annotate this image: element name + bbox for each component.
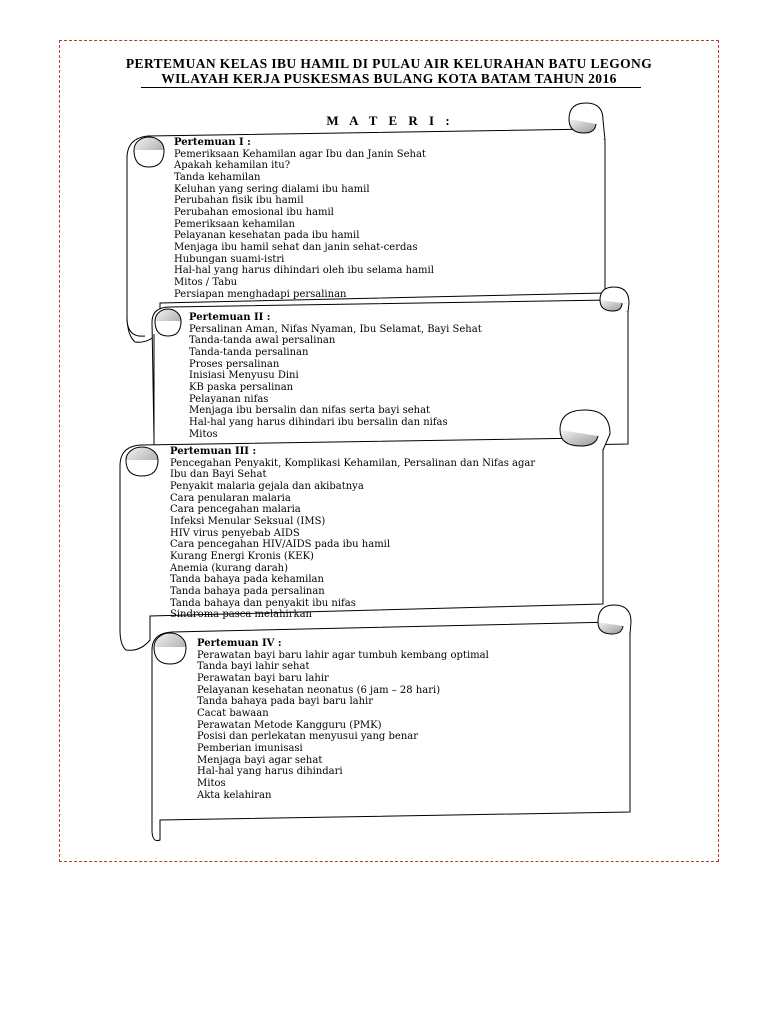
- session-1-heading: Pertemuan I :: [174, 137, 251, 148]
- list-item: Perawatan bayi baru lahir: [197, 672, 329, 684]
- list-item: Inisiasi Menyusu Dini: [189, 370, 299, 382]
- materi-heading: M A T E R I :: [326, 113, 454, 128]
- list-item: Cacat bawaan: [197, 707, 269, 719]
- list-item: Cara pencegahan HIV/AIDS pada ibu hamil: [170, 539, 391, 551]
- list-item: Akta kelahiran: [197, 789, 272, 801]
- list-item: Mitos: [197, 777, 226, 789]
- list-item: Perawatan Metode Kangguru (PMK): [197, 719, 382, 731]
- list-item: Pelayanan kesehatan pada ibu hamil: [174, 230, 360, 242]
- session-1: Pertemuan I : Pemeriksaan Kehamilan agar…: [174, 137, 434, 300]
- list-item: Pencegahan Penyakit, Komplikasi Kehamila…: [170, 457, 536, 469]
- session-2-heading: Pertemuan II :: [189, 312, 271, 323]
- document-title-line-2: WILAYAH KERJA PUSKESMAS BULANG KOTA BATA…: [161, 71, 617, 86]
- list-item: Keluhan yang sering dialami ibu hamil: [174, 183, 370, 195]
- list-item: Mitos / Tabu: [174, 276, 238, 288]
- session-4: Pertemuan IV : Perawatan bayi baru lahir…: [197, 638, 489, 801]
- list-item: Kurang Energi Kronis (KEK): [170, 550, 314, 562]
- document-title-line-1: PERTEMUAN KELAS IBU HAMIL DI PULAU AIR K…: [125, 56, 653, 71]
- list-item: Hubungan suami-istri: [174, 253, 285, 265]
- list-item: Perubahan emosional ibu hamil: [174, 206, 334, 218]
- list-item: Tanda-tanda persalinan: [189, 346, 309, 358]
- list-item: HIV virus penyebab AIDS: [170, 527, 300, 539]
- session-2: Pertemuan II : Persalinan Aman, Nifas Ny…: [189, 312, 482, 440]
- scroll-4: [151, 604, 632, 841]
- list-item: Ibu dan Bayi Sehat: [170, 469, 267, 481]
- list-item: Posisi dan perlekatan menyusui yang bena…: [197, 731, 419, 743]
- list-item: Hal-hal yang harus dihindari: [197, 766, 343, 778]
- list-item: Apakah kehamilan itu?: [174, 160, 291, 172]
- list-item: Pemberian imunisasi: [197, 742, 303, 754]
- list-item: Pemeriksaan kehamilan: [174, 218, 295, 230]
- list-item: Infeksi Menular Seksual (IMS): [170, 515, 326, 527]
- list-item: Tanda bayi lahir sehat: [197, 661, 310, 673]
- list-item: Tanda-tanda awal persalinan: [189, 335, 336, 347]
- list-item: Perubahan fisik ibu hamil: [174, 195, 304, 207]
- list-item: Pelayanan kesehatan neonatus (6 jam – 28…: [197, 684, 441, 696]
- list-item: Anemia (kurang darah): [170, 562, 289, 574]
- list-item: Perawatan bayi baru lahir agar tumbuh ke…: [197, 649, 489, 661]
- list-item: Cara pencegahan malaria: [170, 504, 301, 516]
- list-item: Penyakit malaria gejala dan akibatnya: [170, 480, 364, 492]
- page-border: [59, 40, 719, 862]
- list-item: Tanda kehamilan: [174, 171, 261, 183]
- list-item: Sindroma pasca melahirkan: [170, 609, 312, 621]
- list-item: Pemeriksaan Kehamilan agar Ibu dan Janin…: [174, 148, 426, 160]
- list-item: Menjaga bayi agar sehat: [197, 754, 323, 766]
- list-item: Tanda bahaya dan penyakit ibu nifas: [170, 597, 356, 609]
- scroll-3: [119, 409, 611, 651]
- list-item: Tanda bahaya pada bayi baru lahir: [197, 696, 374, 708]
- list-item: Pelayanan nifas: [189, 393, 269, 405]
- scroll-1: [126, 102, 606, 343]
- session-3-heading: Pertemuan III :: [170, 446, 257, 457]
- list-item: Menjaga ibu hamil sehat dan janin sehat-…: [174, 241, 418, 253]
- list-item: Persiapan menghadapi persalinan: [174, 288, 347, 300]
- list-item: Tanda bahaya pada persalinan: [170, 585, 325, 597]
- list-item: KB paska persalinan: [189, 381, 294, 393]
- list-item: Hal-hal yang harus dihindari ibu bersali…: [189, 416, 448, 428]
- session-3: Pertemuan III : Pencegahan Penyakit, Kom…: [170, 446, 535, 621]
- list-item: Proses persalinan: [189, 358, 280, 370]
- list-item: Cara penularan malaria: [170, 492, 291, 504]
- list-item: Tanda bahaya pada kehamilan: [170, 574, 324, 586]
- title-underline: [141, 87, 641, 88]
- list-item: Hal-hal yang harus dihindari oleh ibu se…: [174, 265, 434, 277]
- list-item: Mitos: [189, 428, 218, 440]
- list-item: Persalinan Aman, Nifas Nyaman, Ibu Selam…: [189, 323, 482, 335]
- list-item: Menjaga ibu bersalin dan nifas serta bay…: [189, 405, 431, 417]
- session-4-heading: Pertemuan IV :: [197, 638, 282, 649]
